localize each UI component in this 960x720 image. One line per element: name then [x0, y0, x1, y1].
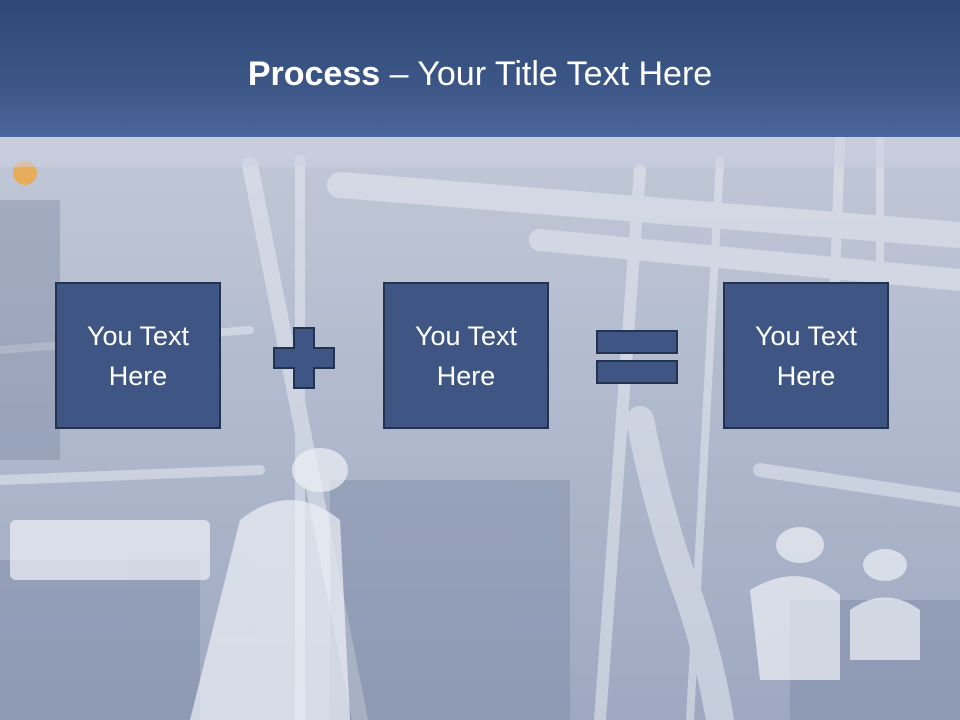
plus-icon — [273, 327, 335, 389]
text-box-2[interactable]: You Text Here — [383, 282, 549, 429]
text-box-1[interactable]: You Text Here — [55, 282, 221, 429]
title-bar-band — [0, 137, 960, 167]
text-box-2-label: You Text Here — [414, 320, 518, 391]
slide-title-bold: Process — [247, 55, 381, 93]
text-box-3[interactable]: You Text Here — [723, 282, 889, 429]
title-bar — [0, 0, 960, 137]
equals-icon — [596, 330, 678, 384]
slide-title-rest: – Your Title Text Here — [380, 55, 713, 93]
text-box-1-label: You Text Here — [86, 320, 190, 391]
text-box-3-label: You Text Here — [754, 320, 858, 391]
slide-title[interactable]: Process – Your Title Text Here — [0, 52, 960, 96]
